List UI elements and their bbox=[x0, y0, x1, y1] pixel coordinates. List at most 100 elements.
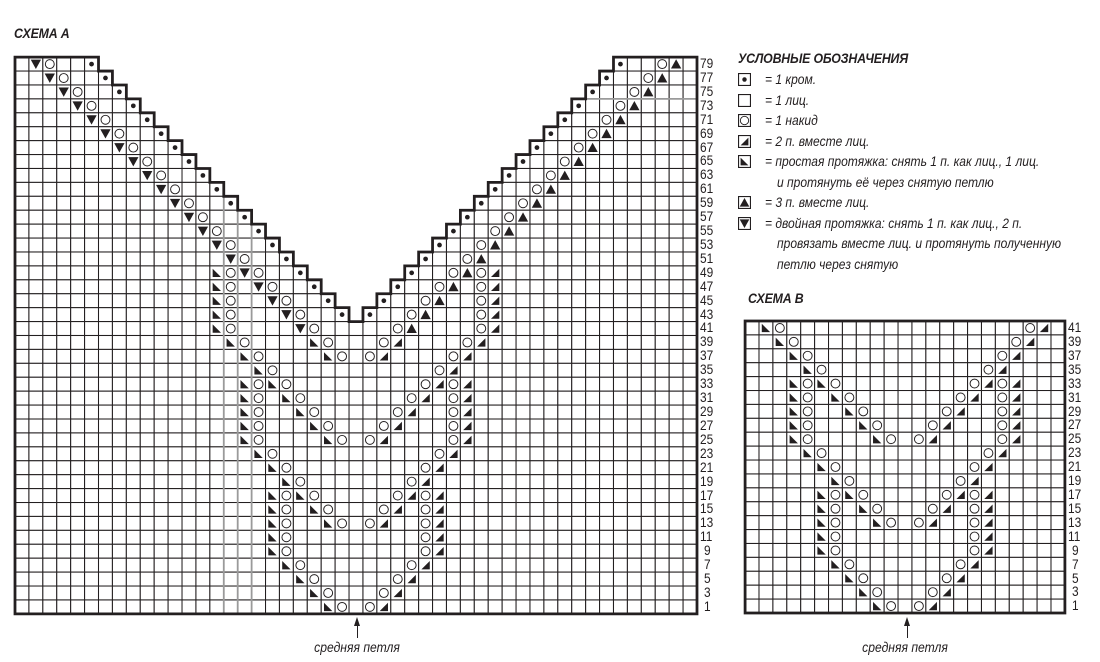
k3tog-icon bbox=[643, 87, 654, 97]
stitch-cell bbox=[571, 251, 587, 267]
stitch-cell bbox=[612, 515, 628, 531]
stitch-cell bbox=[278, 404, 294, 420]
stitch-cell bbox=[28, 84, 44, 100]
stitch-cell bbox=[84, 362, 100, 378]
chart-row bbox=[744, 584, 1066, 600]
stitch-cell bbox=[125, 195, 141, 211]
stitch-cell bbox=[599, 154, 615, 170]
double-decrease-icon bbox=[30, 59, 42, 69]
stitch-cell bbox=[758, 348, 774, 364]
stitch-cell bbox=[897, 570, 913, 586]
stitch-cell bbox=[70, 488, 86, 504]
stitch-cell bbox=[744, 459, 760, 475]
stitch-cell bbox=[585, 585, 601, 601]
stitch-cell bbox=[612, 543, 628, 559]
k2tog-icon bbox=[1039, 323, 1049, 333]
stitch-cell bbox=[758, 515, 774, 531]
stitch-cell bbox=[654, 84, 670, 100]
row-number: 41 bbox=[700, 319, 714, 336]
edge-stitch-icon bbox=[381, 298, 387, 304]
edge-stitch-icon bbox=[103, 75, 108, 81]
stitch-cell bbox=[1022, 348, 1038, 364]
stitch-cell bbox=[814, 584, 830, 600]
stitch-cell bbox=[153, 279, 169, 295]
stitch-cell bbox=[599, 418, 615, 434]
stitch-cell bbox=[209, 501, 225, 517]
stitch-cell bbox=[42, 599, 58, 615]
k3tog-icon bbox=[434, 295, 445, 306]
stitch-cell bbox=[612, 126, 628, 142]
stitch-cell bbox=[223, 223, 239, 239]
stitch-cell bbox=[237, 223, 253, 239]
stitch-cell bbox=[585, 404, 601, 420]
skp-icon bbox=[268, 380, 277, 389]
stitch-cell bbox=[612, 140, 628, 156]
stitch-cell bbox=[14, 446, 30, 462]
stitch-cell bbox=[855, 320, 871, 336]
chart-row bbox=[14, 237, 698, 253]
row-number: 13 bbox=[700, 514, 714, 531]
stitch-cell bbox=[223, 515, 239, 531]
stitch-cell bbox=[42, 112, 58, 128]
stitch-cell bbox=[980, 584, 996, 600]
double-decrease-icon bbox=[100, 129, 111, 139]
stitch-cell bbox=[571, 321, 587, 337]
stitch-cell bbox=[195, 474, 211, 490]
stitch-cell bbox=[139, 501, 155, 517]
stitch-cell bbox=[925, 473, 941, 489]
stitch-cell bbox=[459, 362, 475, 378]
stitch-cell bbox=[814, 473, 830, 489]
stitch-cell bbox=[376, 543, 392, 559]
stitch-cell bbox=[209, 348, 225, 364]
stitch-cell bbox=[626, 237, 642, 253]
stitch-cell bbox=[1022, 376, 1038, 392]
stitch-cell bbox=[70, 265, 86, 281]
stitch-cell bbox=[139, 432, 155, 448]
stitch-cell bbox=[418, 265, 434, 281]
chart-row bbox=[14, 251, 698, 267]
stitch-cell bbox=[42, 98, 58, 114]
stitch-cell bbox=[251, 237, 267, 253]
chart-row bbox=[744, 529, 1066, 544]
skp-icon bbox=[323, 435, 333, 445]
stitch-cell bbox=[786, 459, 802, 475]
stitch-cell bbox=[390, 390, 406, 406]
stitch-cell bbox=[654, 293, 670, 309]
stitch-cell bbox=[251, 334, 267, 350]
stitch-cell bbox=[654, 501, 670, 517]
stitch-cell bbox=[1008, 584, 1024, 600]
stitch-cell bbox=[390, 432, 406, 448]
stitch-cell bbox=[1022, 556, 1038, 572]
stitch-cell bbox=[390, 348, 406, 364]
stitch-cell bbox=[195, 571, 211, 587]
stitch-cell bbox=[111, 167, 127, 183]
stitch-cell bbox=[70, 195, 86, 211]
stitch-cell bbox=[911, 320, 927, 336]
stitch-cell bbox=[195, 362, 211, 378]
stitch-cell bbox=[139, 321, 155, 337]
stitch-cell bbox=[445, 557, 461, 573]
stitch-cell bbox=[557, 585, 573, 601]
stitch-cell bbox=[97, 362, 113, 378]
stitch-cell bbox=[418, 404, 434, 420]
stitch-cell bbox=[529, 571, 545, 587]
stitch-cell bbox=[139, 404, 155, 420]
chart-row bbox=[744, 376, 1066, 392]
stitch-cell bbox=[682, 348, 698, 364]
stitch-cell bbox=[84, 418, 100, 434]
stitch-cell bbox=[557, 446, 573, 462]
stitch-cell bbox=[459, 237, 475, 253]
stitch-cell bbox=[501, 279, 517, 295]
stitch-cell bbox=[223, 460, 239, 476]
stitch-cell bbox=[668, 251, 684, 267]
stitch-cell bbox=[758, 390, 774, 405]
stitch-cell bbox=[953, 445, 969, 461]
chart-row bbox=[14, 446, 698, 462]
stitch-cell bbox=[939, 390, 955, 405]
stitch-cell bbox=[56, 167, 72, 183]
stitch-cell bbox=[153, 154, 169, 170]
stitch-cell bbox=[473, 362, 489, 378]
stitch-cell bbox=[306, 515, 322, 531]
stitch-cell bbox=[599, 432, 615, 448]
row-number: 27 bbox=[1068, 416, 1082, 433]
